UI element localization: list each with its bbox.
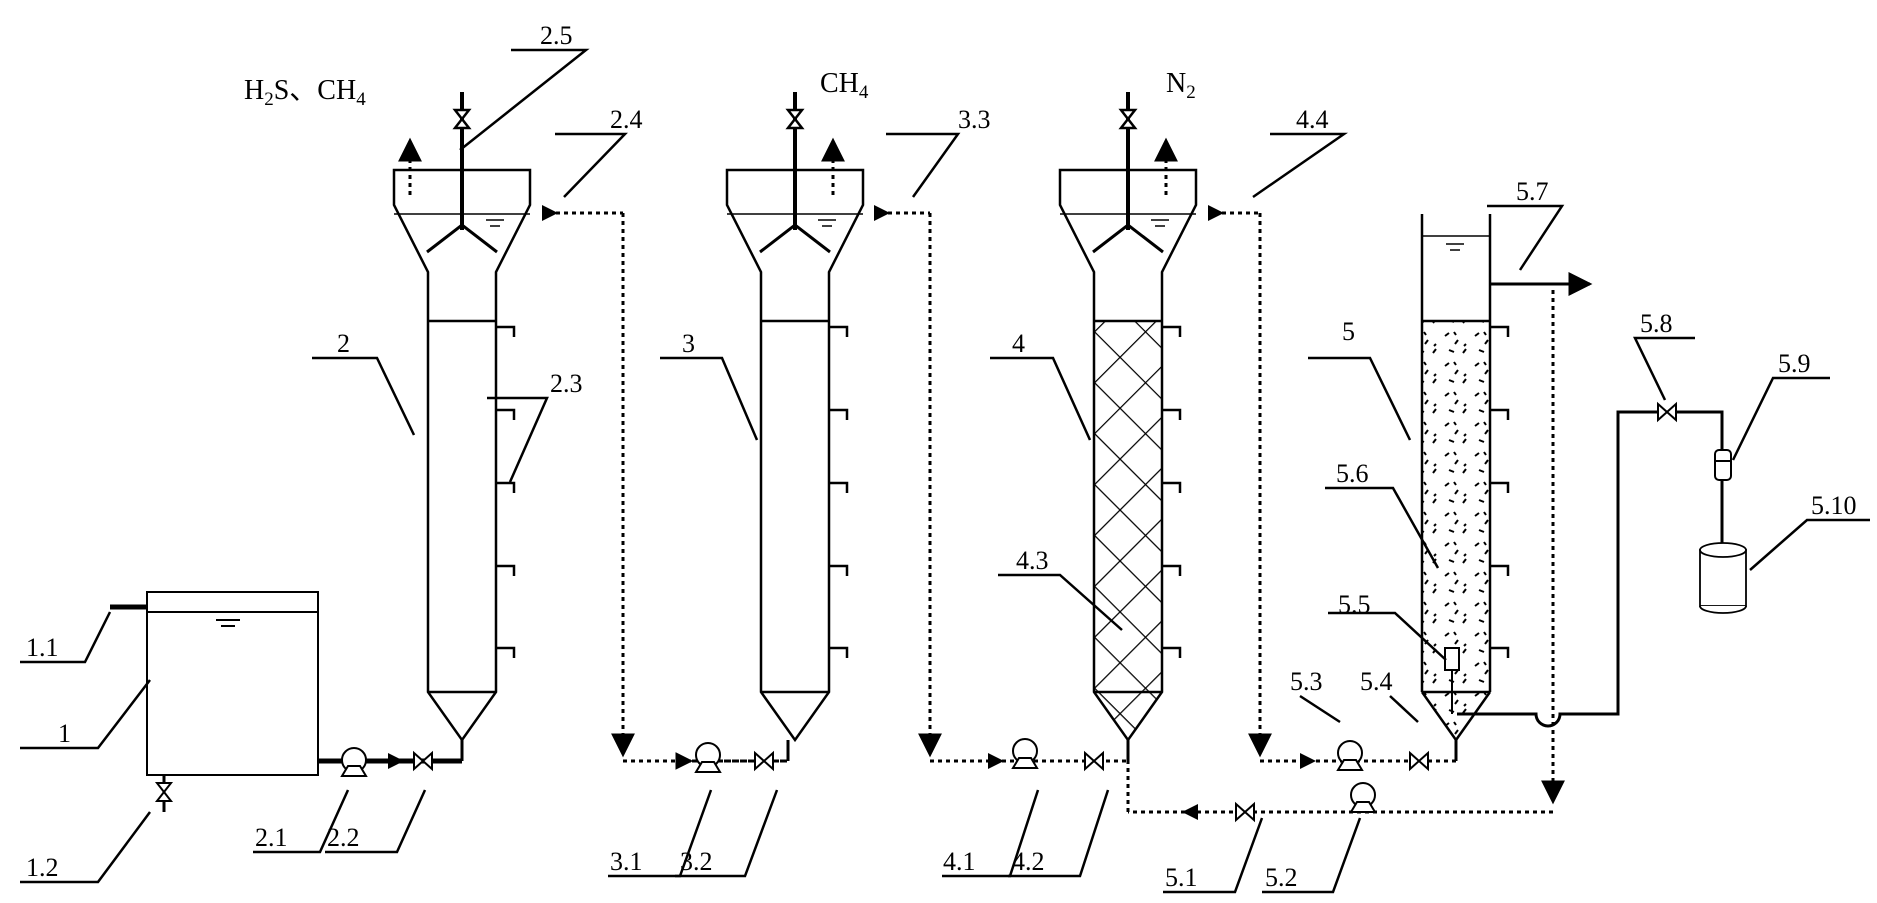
reactor-5 — [1420, 214, 1593, 741]
label-3-1: 3.1 — [610, 847, 643, 876]
gas-collection-line — [1457, 410, 1724, 728]
reactor-5-sampling-ports — [1490, 325, 1510, 658]
label-5-1: 5.1 — [1165, 863, 1198, 892]
reactor-5-packing — [1422, 321, 1490, 692]
label-1: 1 — [58, 719, 71, 748]
label-5-3: 5.3 — [1290, 667, 1323, 696]
label-5-2: 5.2 — [1265, 863, 1298, 892]
reactor-2 — [392, 92, 532, 743]
label-3-2: 3.2 — [680, 847, 713, 876]
label-4-3: 4.3 — [1016, 546, 1049, 575]
reactor-3-sampling-ports — [829, 325, 849, 658]
label-5-5: 5.5 — [1338, 590, 1371, 619]
label-3: 3 — [682, 329, 695, 358]
label-5-7: 5.7 — [1516, 177, 1549, 206]
leader-lines — [20, 48, 1870, 894]
label-4: 4 — [1012, 329, 1025, 358]
label-2-2: 2.2 — [327, 823, 360, 852]
label-5-4: 5.4 — [1360, 667, 1393, 696]
label-4-2: 4.2 — [1012, 847, 1045, 876]
label-4-4: 4.4 — [1296, 105, 1329, 134]
label-1-2: 1.2 — [26, 853, 59, 882]
label-5-10: 5.10 — [1811, 491, 1857, 520]
pump-4-1 — [1011, 738, 1039, 769]
gas-label-reactor-2: H2S、CH4 — [244, 75, 366, 110]
pump-2-1 — [340, 747, 368, 777]
reactor-3 — [725, 92, 865, 743]
label-2: 2 — [337, 329, 350, 358]
pump-5-2 — [1349, 782, 1377, 813]
reactor-3-overflow-line — [874, 205, 1130, 769]
label-1-1: 1.1 — [26, 633, 59, 662]
valve-3-top — [785, 108, 805, 130]
reactor-5-sensor — [1444, 647, 1460, 671]
label-3-3: 3.3 — [958, 105, 991, 134]
reactor-4 — [1058, 92, 1198, 743]
component-labels: 1.1 1 1.2 2.1 2.2 2 2.3 2.4 2.5 3.1 3.2 … — [26, 21, 1857, 892]
reactor-4-packing — [1094, 321, 1162, 692]
pump-3-1 — [694, 742, 722, 773]
valve-5-8 — [1657, 401, 1677, 423]
label-5-9: 5.9 — [1778, 349, 1811, 378]
label-5-8: 5.8 — [1640, 309, 1673, 338]
feed-tank — [110, 591, 319, 812]
reactor-2-overflow-line — [542, 205, 788, 763]
recycle-line — [1126, 290, 1565, 820]
label-2-3: 2.3 — [550, 369, 583, 398]
reactor-4-sampling-ports — [1162, 325, 1182, 658]
valve-2-2 — [413, 750, 433, 772]
label-5-6: 5.6 — [1336, 459, 1369, 488]
reactor-2-stirrer-blades — [426, 223, 498, 254]
drain-valve — [154, 782, 174, 802]
scrubber-5-9 — [1714, 449, 1732, 552]
label-2-4: 2.4 — [610, 105, 643, 134]
valve-5-4 — [1409, 750, 1429, 772]
pump-5-3 — [1336, 740, 1364, 771]
valve-3-2 — [754, 750, 774, 772]
feed-line — [318, 740, 464, 769]
gas-bottle-5-10 — [1699, 542, 1747, 614]
valve-4-2 — [1084, 750, 1104, 772]
valve-5-1 — [1235, 801, 1255, 823]
reactor-2-sampling-ports — [496, 325, 516, 658]
valve-4-top — [1118, 108, 1138, 130]
label-5: 5 — [1342, 317, 1355, 346]
valve-2-5 — [452, 108, 472, 130]
gas-label-reactor-4: N2 — [1166, 68, 1196, 103]
label-2-1: 2.1 — [255, 823, 288, 852]
label-2-5: 2.5 — [540, 21, 573, 50]
gas-label-reactor-3: CH4 — [820, 68, 869, 103]
label-4-1: 4.1 — [943, 847, 976, 876]
